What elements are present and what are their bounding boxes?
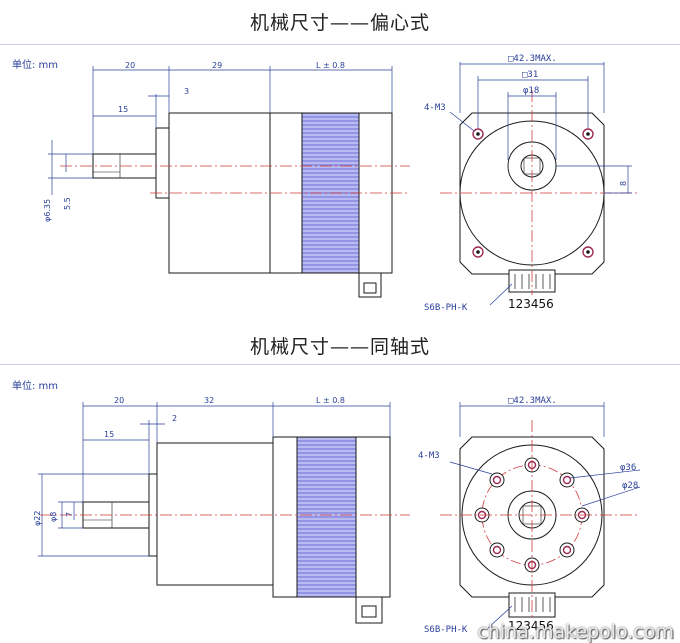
dim-length: L ± 0.8 [316, 61, 345, 70]
dim-square-max: □42.3MAX. [508, 54, 557, 64]
gearbox-body [156, 442, 274, 586]
motor-rear-cap [355, 436, 391, 598]
coaxial-front-dimensions [449, 402, 641, 629]
dim-3: 3 [184, 87, 189, 96]
eccentric-unit-label: 单位: mm [12, 60, 59, 71]
watermark: china.makepolo.com [477, 621, 674, 643]
dim-20: 20 [125, 61, 135, 70]
coaxial-side-view [82, 436, 391, 624]
dim-shaft-diameter: φ6.35 [43, 199, 52, 222]
screw-label: 4-M3 [424, 103, 446, 113]
dim-shaft-diameter: φ8 [49, 512, 58, 522]
dim-15: 15 [104, 430, 114, 439]
mounting-holes [477, 460, 587, 570]
dim-flat: 5.5 [63, 197, 72, 210]
dim-15: 15 [118, 105, 128, 114]
dim-pcd-36: φ36 [620, 463, 636, 473]
screw-label: 4-M3 [418, 451, 440, 461]
dim-29: 29 [212, 61, 222, 70]
dim-32: 32 [204, 396, 214, 405]
dim-2: 2 [172, 414, 177, 423]
dim-flat: 7 [65, 512, 74, 517]
coaxial-side-dimensions [38, 402, 391, 557]
dim-boss-diameter: φ22 [33, 511, 42, 526]
coaxial-unit-label: 单位: mm [12, 381, 59, 392]
gearbox-flange [155, 127, 170, 199]
motor-coil [296, 436, 357, 598]
eccentric-front-dimensions [449, 62, 632, 306]
eccentric-section-title: 机械尺寸——偏心式 [249, 12, 430, 34]
pin-numbers: 123456 [508, 619, 554, 633]
connector-pins [514, 274, 551, 289]
eccentric-side-view [92, 112, 393, 298]
dim-square-max: □42.3MAX. [508, 396, 557, 406]
dim-pcd-18: φ18 [523, 86, 539, 96]
dim-square-31: □31 [522, 70, 538, 80]
section-divider [0, 44, 680, 45]
dim-20: 20 [114, 396, 124, 405]
connector-pins [514, 597, 551, 612]
connector-label: S6B-PH-K [424, 625, 468, 635]
dim-length: L ± 0.8 [316, 396, 345, 405]
coaxial-section-title: 机械尺寸——同轴式 [249, 336, 430, 358]
section-divider [0, 364, 680, 365]
dim-pcd-28: φ28 [622, 481, 638, 491]
connector-label: S6B-PH-K [424, 303, 468, 313]
dim-offset-8: 8 [619, 181, 628, 186]
eccentric-side-dimensions [48, 66, 393, 195]
motor-front-cap [272, 436, 298, 598]
pin-numbers: 123456 [508, 297, 554, 311]
